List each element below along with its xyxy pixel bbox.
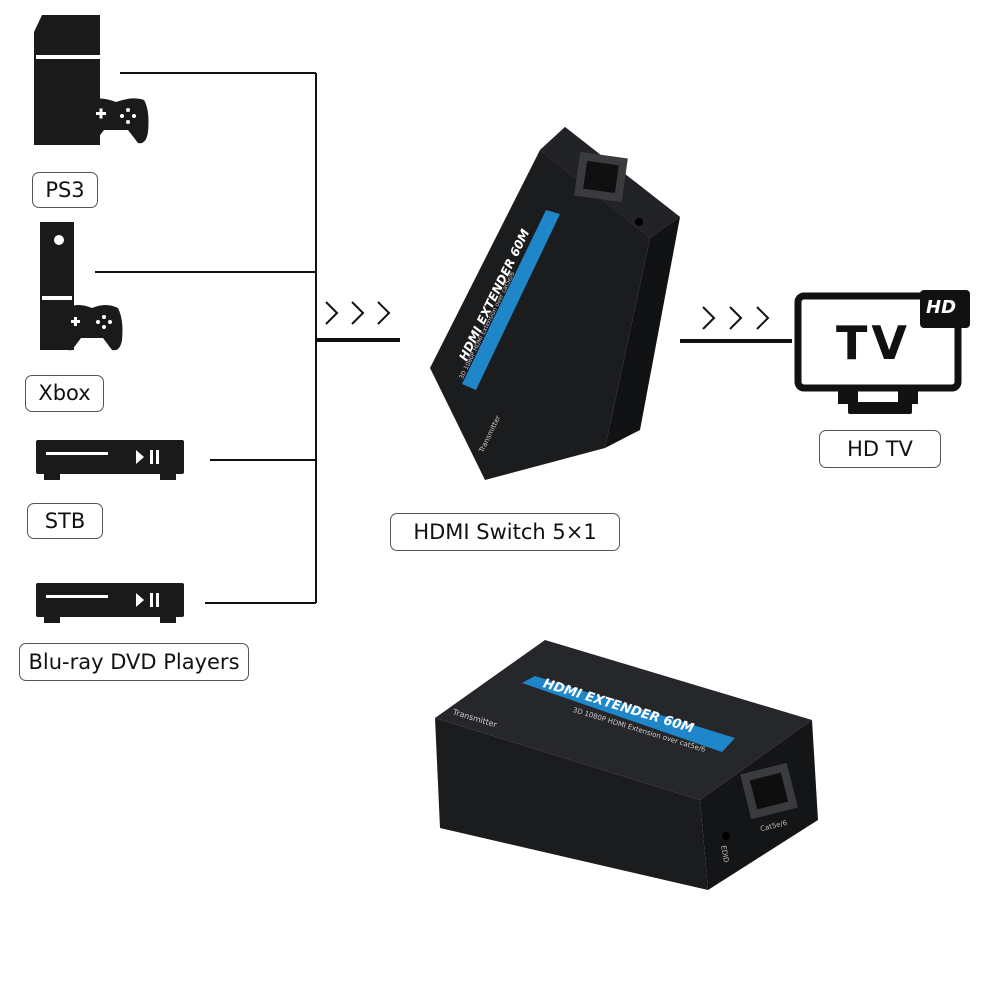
- device-label-ps3: PS3: [32, 172, 98, 208]
- input-arrows-icon: [325, 301, 391, 325]
- set-top-box-icon: [36, 440, 184, 480]
- dvd-player-icon: [36, 583, 184, 623]
- extender-device-side: [435, 640, 818, 890]
- device-label-bluray: Blu-ray DVD Players: [19, 643, 249, 681]
- connection-lines: [95, 72, 317, 604]
- hd-tv-icon: [794, 290, 970, 414]
- device-label-stb: STB: [27, 503, 103, 539]
- device-label-xbox: Xbox: [25, 375, 104, 412]
- extender-device-front: [430, 127, 680, 480]
- ps3-console-icon: [34, 15, 149, 145]
- center-device-label: HDMI Switch 5×1: [390, 513, 620, 551]
- tv-screen-text: TV: [836, 316, 911, 370]
- xbox-console-icon: [40, 222, 123, 351]
- hd-badge: HD: [926, 297, 957, 318]
- output-label-hdtv: HD TV: [819, 430, 941, 468]
- output-arrows-icon: [702, 306, 770, 330]
